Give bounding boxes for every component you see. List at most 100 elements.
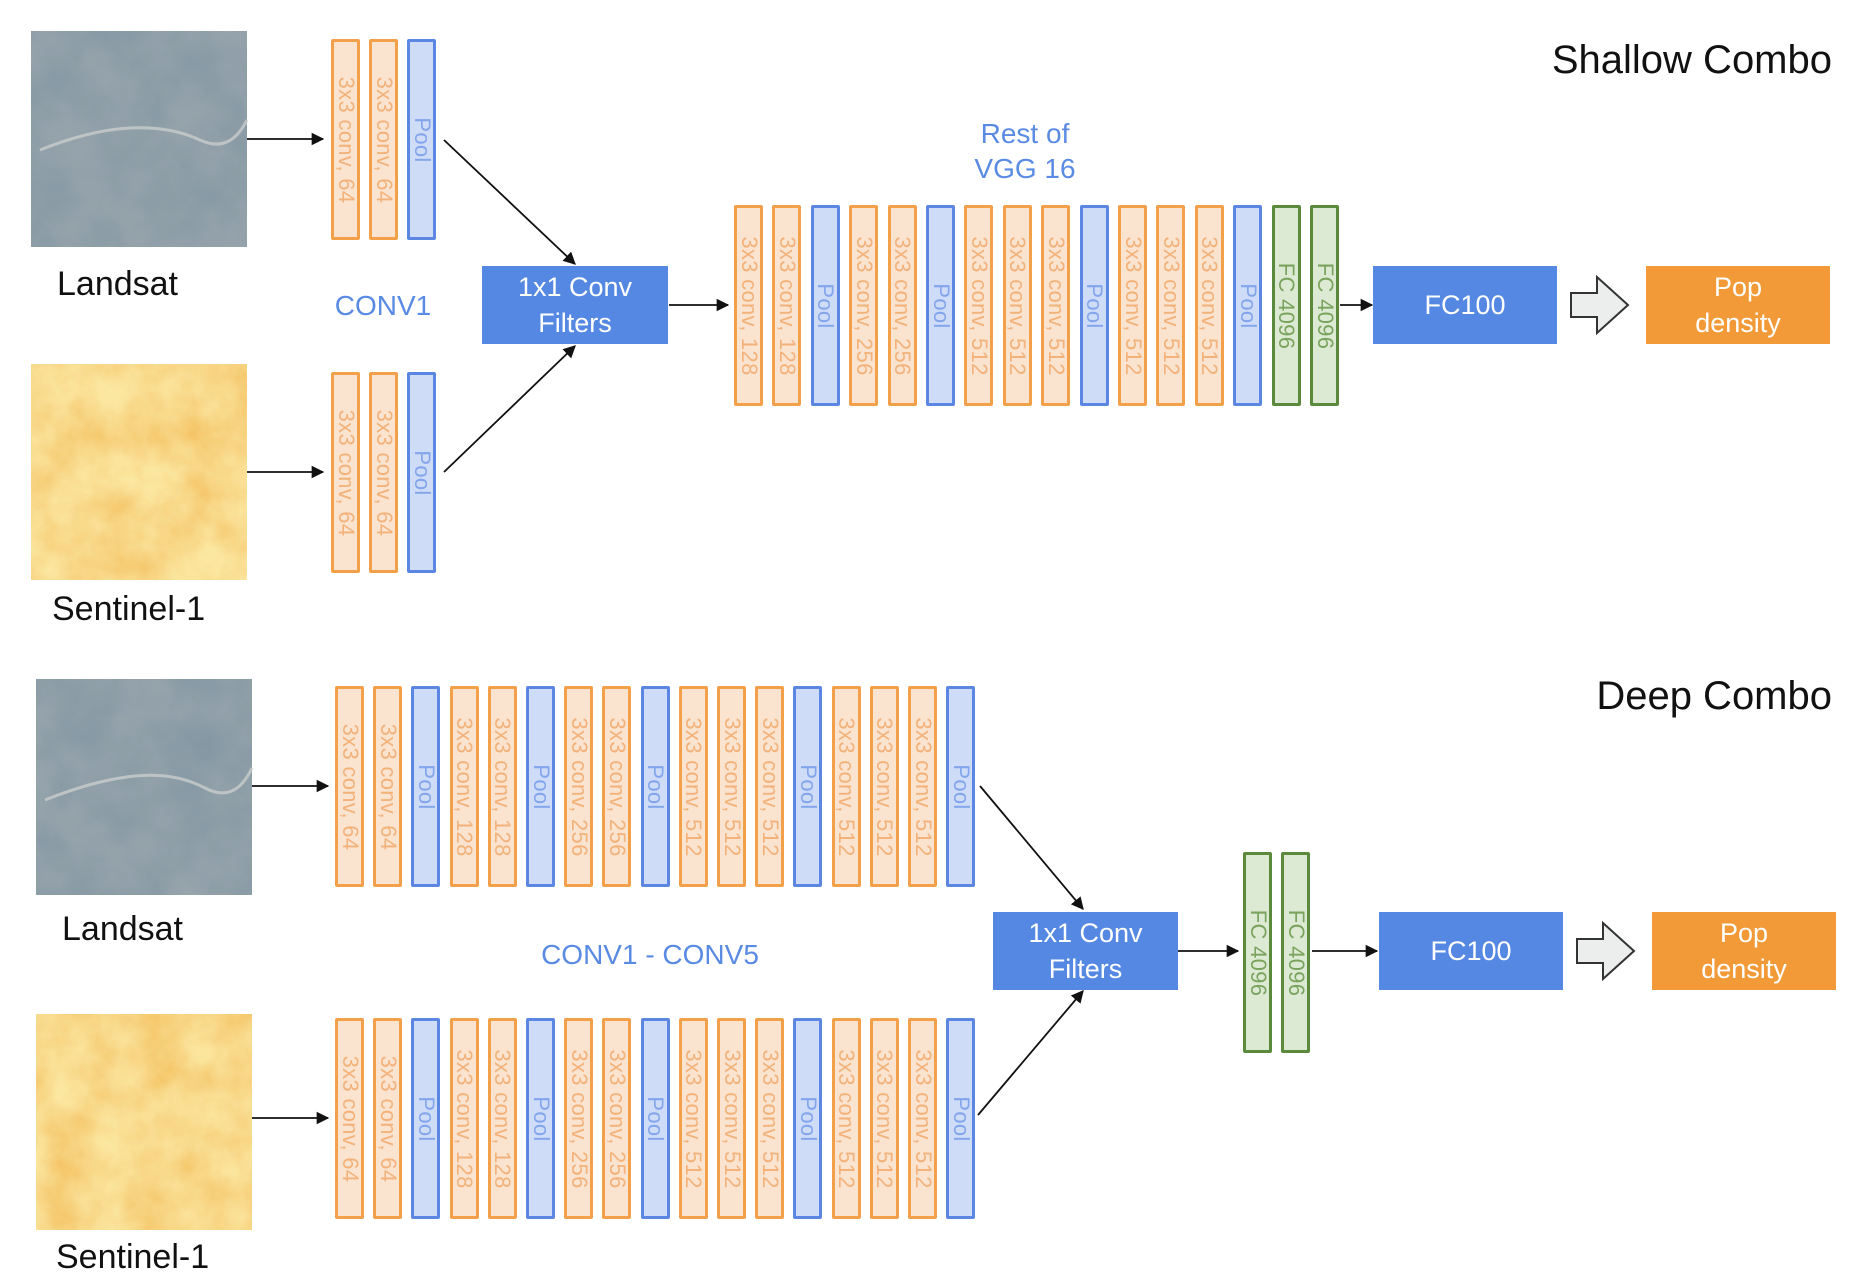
layer-label: Pool [1235,282,1261,329]
conv1-conv5-label: CONV1 - CONV5 [541,939,759,970]
layer-label: 3x3 conv, 64 [371,409,397,536]
layer-label: Pool [948,1095,974,1142]
layer-label: 3x3 conv, 128 [452,716,478,857]
layer-label: 3x3 conv, 512 [719,716,745,857]
layer-3x3-conv-256: 3x3 conv, 256 [887,205,917,406]
layer-label: 3x3 conv, 512 [1158,235,1184,376]
layer-label: 3x3 conv, 512 [872,716,898,857]
layer-3x3-conv-512: 3x3 conv, 512 [1156,205,1186,406]
layer-label: 3x3 conv, 256 [604,1048,630,1189]
layer-label: Pool [948,763,974,810]
layer-label: 3x3 conv, 512 [834,1048,860,1189]
layer-label: Pool [528,763,554,810]
layer-3x3-conv-64: 3x3 conv, 64 [373,686,403,887]
layer-label: 3x3 conv, 512 [1120,235,1146,376]
layer-3x3-conv-512: 3x3 conv, 512 [1041,205,1071,406]
layer-3x3-conv-128: 3x3 conv, 128 [487,686,517,887]
layer-label: Pool [643,1095,669,1142]
shallow-fusion-box: 1x1 Conv Filters [482,266,668,344]
landsat-image-shallow [31,31,249,247]
layer-3x3-conv-256: 3x3 conv, 256 [602,1018,632,1219]
layer-3x3-conv-64: 3x3 conv, 64 [331,372,360,573]
layer-label: 3x3 conv, 64 [333,76,359,203]
layer-pool: Pool [793,1018,823,1219]
layer-label: 3x3 conv, 256 [890,235,916,376]
layer-3x3-conv-512: 3x3 conv, 512 [678,1018,708,1219]
layer-label: 3x3 conv, 256 [566,1048,592,1189]
arrow-deep-bottom-to-fusion [977,990,1084,1116]
layer-label: 3x3 conv, 512 [719,1048,745,1189]
sentinel-image-deep [36,1014,252,1230]
layer-label: Pool [813,282,839,329]
layer-3x3-conv-128: 3x3 conv, 128 [734,205,763,406]
landsat-label-shallow: Landsat [57,265,178,303]
layer-label: 3x3 conv, 512 [910,1048,936,1189]
layer-pool: Pool [1233,205,1263,406]
arrow-conv1-bottom-to-fusion [443,345,576,473]
layer-label: 3x3 conv, 512 [1005,235,1031,376]
layer-pool: Pool [1079,205,1109,406]
layer-3x3-conv-256: 3x3 conv, 256 [849,205,879,406]
layer-3x3-conv-128: 3x3 conv, 128 [487,1018,517,1219]
layer-label: FC 4096 [1274,262,1300,349]
layer-3x3-conv-64: 3x3 conv, 64 [369,39,398,240]
deep-fusion-label: 1x1 Conv Filters [1028,918,1143,984]
layer-3x3-conv-64: 3x3 conv, 64 [369,372,398,573]
layer-3x3-conv-512: 3x3 conv, 512 [678,686,708,887]
layer-3x3-conv-512: 3x3 conv, 512 [1002,205,1032,406]
layer-label: 3x3 conv, 128 [490,716,516,857]
layer-label: 3x3 conv, 128 [774,235,800,376]
layer-label: 3x3 conv, 64 [371,76,397,203]
layer-label: 3x3 conv, 512 [1043,235,1069,376]
shallow-fusion-label: 1x1 Conv Filters [517,272,633,338]
layer-pool: Pool [407,39,436,240]
shallow-output-label: Pop density [1695,272,1781,338]
layer-3x3-conv-512: 3x3 conv, 512 [908,1018,937,1219]
layer-3x3-conv-512: 3x3 conv, 512 [717,1018,746,1219]
layer-label: 3x3 conv, 64 [337,723,363,850]
layer-label: 3x3 conv, 64 [333,409,359,536]
layer-pool: Pool [946,1018,976,1219]
landsat-image-deep [36,679,254,895]
layer-label: Pool [413,1095,439,1142]
layer-3x3-conv-512: 3x3 conv, 512 [755,1018,785,1219]
layer-pool: Pool [926,205,955,406]
layer-pool: Pool [407,372,436,573]
layer-label: FC 4096 [1245,909,1271,996]
layer-3x3-conv-512: 3x3 conv, 512 [717,686,746,887]
layer-3x3-conv-128: 3x3 conv, 128 [772,205,802,406]
shallow-fc100-box: FC100 [1373,266,1557,344]
layer-3x3-conv-512: 3x3 conv, 512 [869,1018,899,1219]
block-arrow-shallow [1570,274,1630,336]
layer-label: 3x3 conv, 256 [604,716,630,857]
shallow-combo-title: Shallow Combo [1551,38,1832,82]
layer-label: 3x3 conv, 512 [834,716,860,857]
layer-3x3-conv-512: 3x3 conv, 512 [1194,205,1224,406]
layer-label: 3x3 conv, 512 [966,235,992,376]
deep-fc100-label: FC100 [1430,936,1512,966]
layer-label: 3x3 conv, 512 [1197,235,1223,376]
layer-3x3-conv-512: 3x3 conv, 512 [908,686,937,887]
sentinel-label-shallow: Sentinel-1 [52,590,206,628]
layer-label: 3x3 conv, 512 [681,716,707,857]
layer-label: 3x3 conv, 256 [566,716,592,857]
rest-of-vgg16-label: Rest of VGG 16 [974,118,1076,184]
sentinel-label-deep: Sentinel-1 [56,1238,210,1276]
layer-pool: Pool [793,686,823,887]
layer-3x3-conv-512: 3x3 conv, 512 [831,686,861,887]
layer-label: 3x3 conv, 256 [851,235,877,376]
layer-3x3-conv-64: 3x3 conv, 64 [335,1018,364,1219]
layer-label: 3x3 conv, 64 [375,723,401,850]
layer-label: 3x3 conv, 512 [872,1048,898,1189]
shallow-output-box: Pop density [1646,266,1830,344]
layer-label: 3x3 conv, 128 [736,235,762,376]
layer-label: Pool [928,282,954,329]
layer-3x3-conv-512: 3x3 conv, 512 [869,686,899,887]
layer-label: Pool [1082,282,1108,329]
layer-3x3-conv-512: 3x3 conv, 512 [831,1018,861,1219]
layer-pool: Pool [810,205,840,406]
block-arrow-deep [1576,920,1636,982]
layer-fc-4096: FC 4096 [1310,205,1339,406]
layer-label: 3x3 conv, 128 [452,1048,478,1189]
